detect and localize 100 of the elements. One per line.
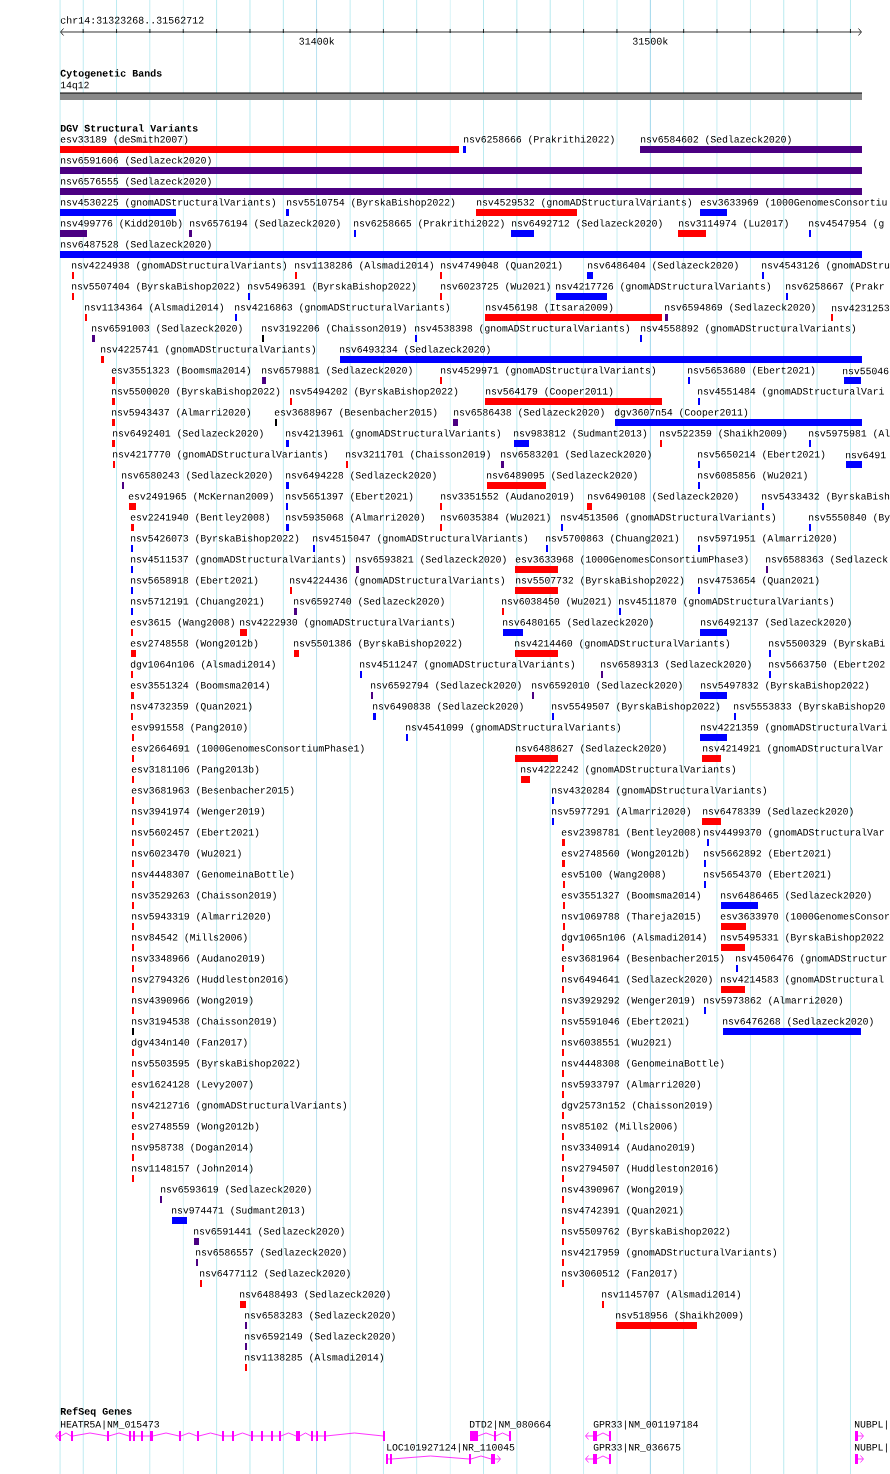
variant-feature: nsv6593821 (Sedlazeck2020): [356, 555, 506, 573]
node-label: nsv4231253: [832, 304, 890, 312]
variant-feature: nsv85102 (Mills2006): [562, 1122, 677, 1140]
tick-label: 31500k: [632, 37, 668, 45]
node-label: esv3633970 (1000GenomesConsor: [720, 912, 889, 922]
coordinate-label: chr14:31323268..31562712: [60, 16, 204, 24]
node-label: nsv4448307 (GenomeinaBottle): [132, 870, 294, 880]
variant-feature: nsv1138285 (Alsmadi2014): [245, 1353, 383, 1371]
node-label: nsv456198 (Itsara2009): [486, 303, 613, 313]
node-label: esv2748560 (Wong2012b): [561, 849, 689, 859]
variant-feature: nsv6486465 (Sedlazeck2020): [721, 891, 871, 909]
variant-feature: nsv6490108 (Sedlazeck2020): [587, 492, 738, 510]
node-label: nsv6085856 (Wu2021): [698, 471, 807, 481]
variant-feature: nsv5973862 (Almarri2020): [704, 996, 842, 1014]
node-label: nsv6476268 (Sedlazeck2020): [723, 1017, 873, 1027]
node-label: esv5100 (Wang2008): [561, 870, 665, 880]
variant-feature: nsv5975981 (Al: [809, 429, 890, 447]
node-label: nsv6583201 (Sedlazeck2020): [501, 450, 651, 460]
variant-feature: nsv4217726 (gnomADStructuralVariants): [556, 282, 770, 300]
variant-feature: nsv4506476 (gnomADStructur: [736, 954, 887, 972]
variant-feature: nsv4551484 (gnomADStructuralVari: [698, 387, 884, 405]
variant-feature: esv2748558 (Wong2012b): [130, 639, 258, 657]
variant-feature: nsv564179 (Cooper2011): [485, 387, 662, 405]
tick-label: 31400k: [299, 37, 335, 45]
variant-feature: nsv4529532 (gnomADStructuralVariants): [476, 198, 691, 216]
variant-feature: dgv434n140 (Fan2017): [131, 1038, 247, 1056]
variant-feature: nsv84542 (Mills2006): [132, 933, 247, 951]
node-label: esv3688967 (Besenbacher2015): [274, 408, 437, 418]
node-label: nsv4511870 (gnomADStructuralVariants): [619, 597, 834, 607]
variant-feature: nsv6492712 (Sedlazeck2020): [511, 219, 662, 237]
variant-feature: nsv6487528 (Sedlazeck2020): [60, 240, 862, 258]
node-label: nsv4390966 (Wong2019): [132, 996, 253, 1006]
variant-feature: nsv499776 (Kidd2010b): [60, 219, 182, 237]
variant-feature: nsv6023725 (Wu2021): [440, 282, 550, 300]
variant-feature: nsv1069788 (Thareja2015): [562, 912, 700, 930]
node-label: nsv4212716 (gnomADStructuralVariants): [132, 1101, 347, 1111]
variant-feature: nsv5935068 (Almarri2020): [286, 513, 424, 531]
node-label: nsv4224938 (gnomADStructuralVariants): [72, 261, 287, 271]
node-label: nsv6038450 (Wu2021): [502, 597, 611, 607]
node-label: NUBPL|: [854, 1443, 887, 1453]
variant-feature: nsv6576194 (Sedlazeck2020): [189, 219, 340, 237]
variant-feature: nsv4231253: [831, 304, 890, 321]
node-label: nsv5977291 (Almarri2020): [552, 807, 690, 817]
node-label: esv3551327 (Boomsma2014): [561, 891, 700, 901]
node-label: nsv974471 (Sudmant2013): [172, 1206, 305, 1216]
node-label: nsv5500020 (ByrskaBishop2022): [112, 387, 280, 397]
variant-feature: esv3181106 (Pang2013b): [131, 765, 259, 783]
node-label: nsv1148157 (John2014): [132, 1164, 253, 1174]
variant-feature: nsv5971951 (Almarri2020): [698, 534, 836, 552]
node-label: nsv6579881 (Sedlazeck2020): [262, 366, 412, 376]
variant-feature: nsv974471 (Sudmant2013): [172, 1206, 305, 1224]
variant-feature: nsv5651397 (Ebert2021): [286, 492, 413, 510]
node-label: nsv6591003 (Sedlazeck2020): [92, 324, 242, 334]
variant-feature: nsv4448307 (GenomeinaBottle): [132, 870, 294, 888]
variant-feature: nsv5662892 (Ebert2021): [704, 849, 831, 867]
node-label: nsv5650214 (Ebert2021): [698, 450, 825, 460]
variant-feature: nsv5497832 (ByrskaBishop2022): [700, 681, 869, 699]
variant-feature: nsv6258667 (Prakr: [786, 282, 884, 300]
node-label: nsv4506476 (gnomADStructur: [736, 954, 887, 964]
variant-feature: nsv6584602 (Sedlazeck2020): [640, 135, 862, 153]
node-label: dgv1065n106 (Alsmadi2014): [561, 933, 706, 943]
node-label: nsv6493234 (Sedlazeck2020): [340, 345, 490, 355]
node-label: nsv5507404 (ByrskaBishop2022): [72, 282, 240, 292]
node-label: nsv4511537 (gnomADStructuralVariants): [131, 555, 346, 565]
variant-feature: esv991558 (Pang2010): [131, 723, 247, 741]
node-label: nsv4551484 (gnomADStructuralVari: [698, 387, 884, 397]
node-label: DTD2|NM_080664: [469, 1420, 551, 1430]
variant-feature: nsv6583283 (Sedlazeck2020): [245, 1311, 395, 1329]
variant-feature: nsv456198 (Itsara2009): [485, 303, 662, 321]
node-label: nsv2794326 (Huddleston2016): [132, 975, 288, 985]
variant-feature: nsv4224938 (gnomADStructuralVariants): [72, 261, 286, 279]
variant-feature: nsv5663750 (Ebert202: [769, 660, 885, 678]
node-label: nsv4217726 (gnomADStructuralVariants): [556, 282, 771, 292]
gene-model: DTD2|NM_080664: [469, 1420, 551, 1441]
node-label: nsv4320284 (gnomADStructuralVariants): [552, 786, 767, 796]
node-label: nsv5500329 (ByrskaBi: [769, 639, 885, 649]
node-label: nsv4530225 (gnomADStructuralVariants): [61, 198, 276, 208]
variant-feature: nsv4212716 (gnomADStructuralVariants): [132, 1101, 346, 1119]
variant-feature: esv3551327 (Boomsma2014): [561, 891, 700, 909]
variant-feature: nsv5933797 (Almarri2020): [562, 1080, 700, 1098]
node-label: esv3181106 (Pang2013b): [131, 765, 259, 775]
node-label: nsv3348966 (Audano2019): [132, 954, 265, 964]
variant-feature: nsv2794507 (Huddleston2016): [562, 1164, 718, 1182]
node-label: nsv6038551 (Wu2021): [562, 1038, 671, 1048]
variant-feature: nsv4448308 (GenomeinaBottle): [562, 1059, 724, 1077]
variant-feature: nsv4214460 (gnomADStructuralVariants): [515, 639, 729, 657]
variant-feature: nsv6576555 (Sedlazeck2020): [60, 177, 862, 195]
variant-feature: nsv5426073 (ByrskaBishop2022): [131, 534, 299, 552]
variant-feature: nsv983812 (Sudmant2013): [514, 429, 647, 447]
variant-feature: nsv4529971 (gnomADStructuralVariants): [440, 366, 655, 384]
node-label: nsv5933797 (Almarri2020): [562, 1080, 700, 1090]
variant-feature: nsv6489095 (Sedlazeck2020): [487, 471, 637, 489]
variant-feature: nsv4222242 (gnomADStructuralVariants): [521, 765, 735, 783]
variant-feature: nsv6035384 (Wu2021): [440, 513, 550, 531]
gene-model: GPR33|NR_036675: [585, 1443, 681, 1464]
node-label: esv2748559 (Wong2012b): [131, 1122, 259, 1132]
variant-feature: nsv6488493 (Sedlazeck2020): [240, 1290, 390, 1308]
variant-feature: esv2491965 (McKernan2009): [128, 492, 273, 510]
variant-feature: nsv6478339 (Sedlazeck2020): [702, 807, 853, 825]
node-label: nsv6580243 (Sedlazeck2020): [122, 471, 272, 481]
